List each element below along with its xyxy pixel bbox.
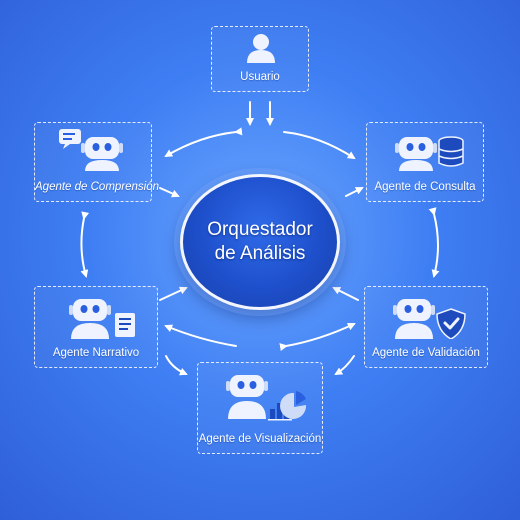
arrow-narrativo-to-center: [159, 286, 188, 301]
node-usuario[interactable]: Usuario: [211, 26, 309, 92]
arc-usuario-comprension: [164, 127, 243, 158]
node-agente-visualizacion-label: Agente de Visualización: [198, 433, 322, 445]
arc-validacion-visualizacion: [334, 355, 355, 376]
arc-consulta-validacion: [428, 207, 440, 278]
robot-shield-icon: [393, 299, 466, 339]
robot-chart-icon: [226, 375, 306, 421]
arc-comprension-narrativo: [80, 211, 90, 278]
robot-chat-icon: [59, 129, 123, 171]
node-agente-comprension-label: Agente de Comprensión: [35, 181, 160, 193]
arrow-center-to-consulta: [345, 187, 364, 197]
user-icon: [247, 34, 275, 63]
arc-narrativo-visualizacion: [165, 355, 188, 376]
orchestrator-node[interactable]: Orquestador de Análisis: [180, 174, 340, 310]
orchestrator-title: Orquestador de Análisis: [207, 219, 313, 264]
arc-usuario-consulta: [283, 131, 356, 160]
arc-center-validacion-bottom: [279, 322, 356, 351]
robot-document-icon: [69, 299, 135, 339]
node-agente-consulta[interactable]: Agente de Consulta: [366, 122, 484, 202]
node-agente-validacion-label: Agente de Validación: [372, 347, 480, 359]
arrow-comprension-to-center: [159, 187, 180, 198]
node-agente-validacion[interactable]: Agente de Validación: [364, 286, 488, 368]
node-agente-consulta-label: Agente de Consulta: [374, 181, 476, 193]
arc-center-narrativo-bottom: [164, 324, 237, 347]
node-agente-visualizacion[interactable]: Agente de Visualización: [197, 362, 323, 454]
robot-database-icon: [395, 136, 464, 171]
arrow-validacion-to-center: [332, 287, 359, 301]
node-agente-narrativo-label: Agente Narrativo: [52, 347, 140, 359]
node-usuario-label: Usuario: [240, 71, 280, 83]
node-agente-comprension[interactable]: Agente de Comprensión: [34, 122, 160, 202]
node-agente-narrativo[interactable]: Agente Narrativo: [34, 286, 158, 368]
